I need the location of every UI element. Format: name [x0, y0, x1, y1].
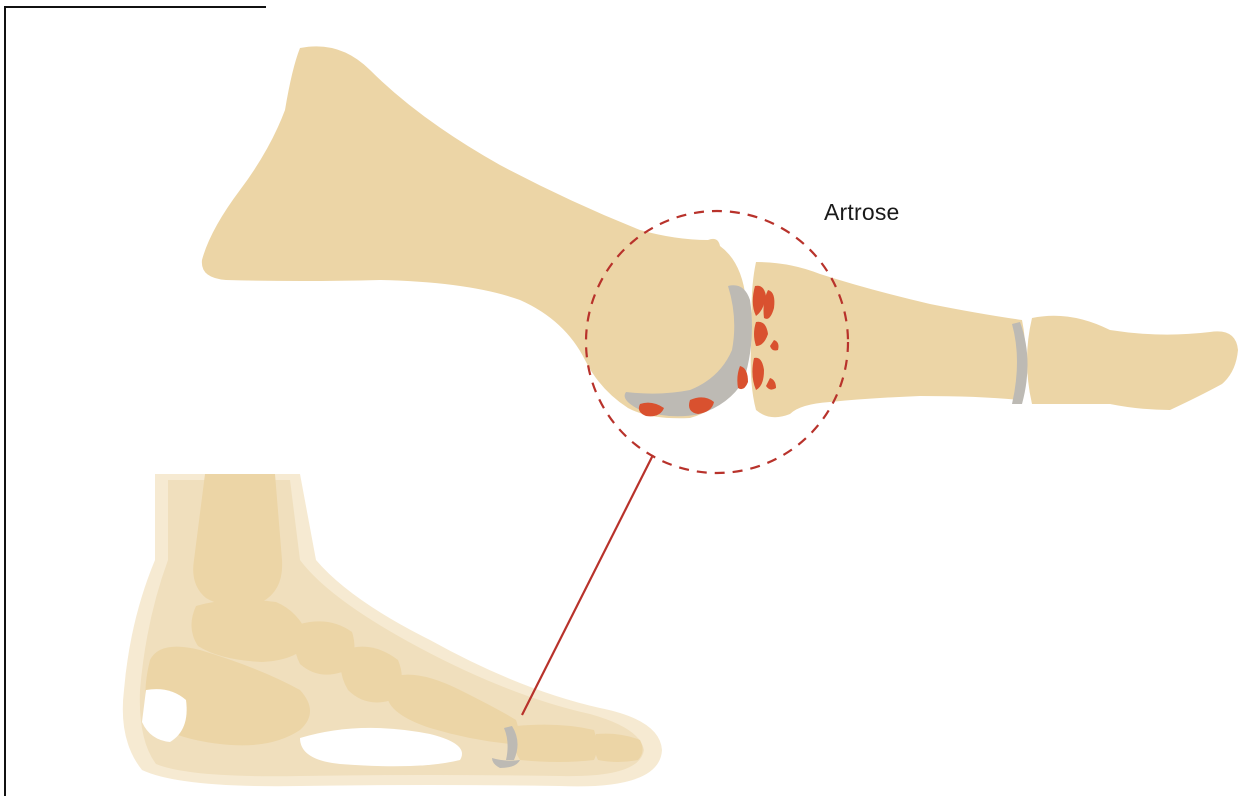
lesion-7 [689, 397, 714, 414]
joint-detail [202, 46, 1238, 473]
arthrosis-label: Artrose [824, 199, 900, 226]
tibia-bone [193, 474, 282, 606]
proximal-phalanx-large [751, 262, 1026, 417]
metatarsal-large [202, 46, 746, 418]
callout-line [522, 455, 653, 715]
foot-overview [123, 474, 662, 786]
distal-phalanx-large [1027, 316, 1238, 410]
proximal-phalanx-small [514, 725, 597, 762]
